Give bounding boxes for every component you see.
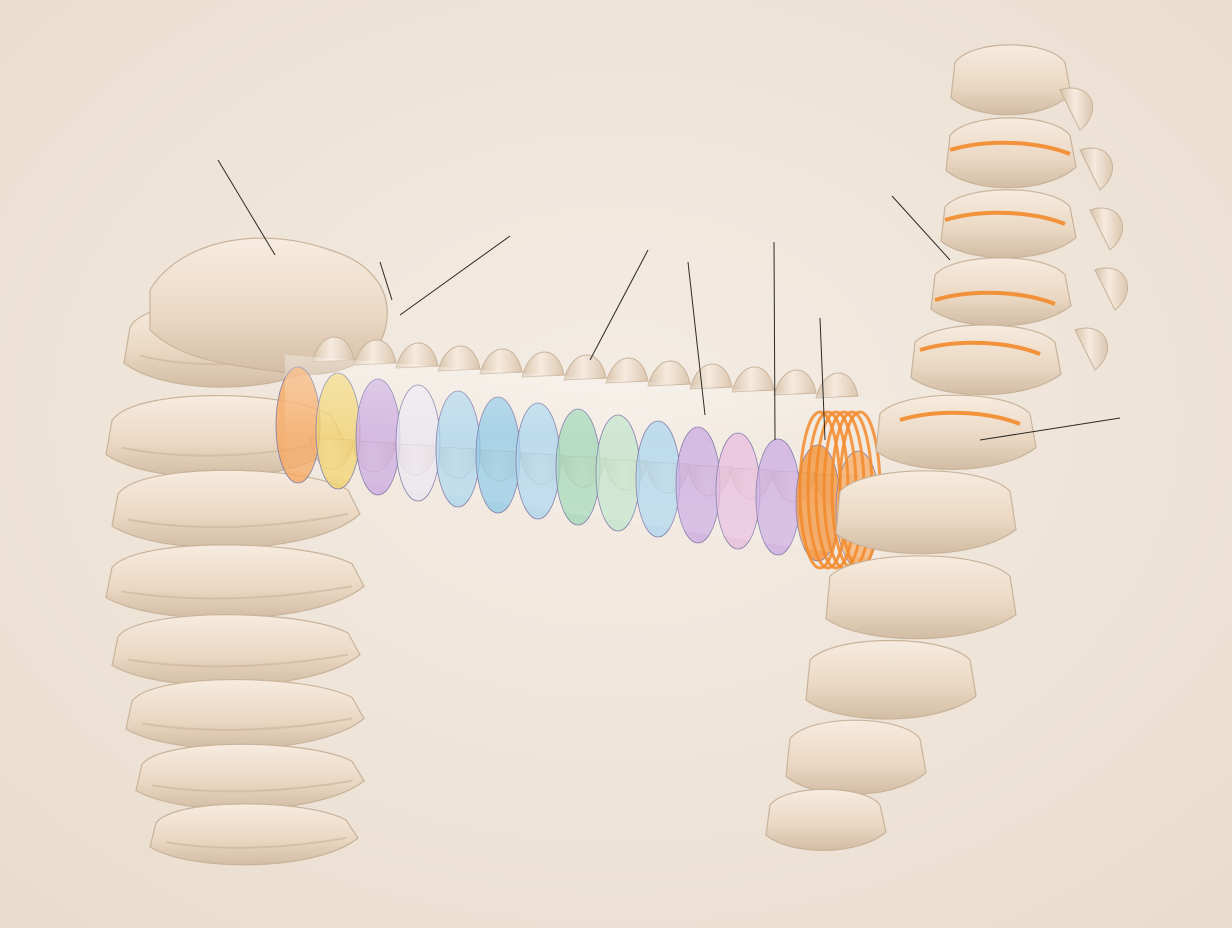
- transverse-process: [1074, 327, 1108, 371]
- transverse-process: [1094, 267, 1128, 311]
- leader-line: [589, 249, 649, 361]
- spinous-process-top: [731, 366, 775, 393]
- left-vertebra: [135, 743, 365, 810]
- right-disc-highlight: [919, 340, 1041, 356]
- leader-line: [687, 261, 706, 416]
- right-vertebral-column: [765, 44, 1128, 851]
- right-vertebra: [765, 788, 887, 851]
- left-vertebra: [111, 469, 361, 549]
- tube-sheen: [285, 355, 880, 560]
- spinous-process-top: [437, 345, 481, 372]
- left-vertebral-column: [105, 237, 388, 866]
- right-vertebra: [950, 44, 1072, 116]
- left-vertebra-groove: [141, 717, 353, 731]
- right-vertebra: [835, 470, 1017, 555]
- spinous-process-top: [647, 360, 691, 387]
- left-vertebra: [125, 678, 365, 750]
- transverse-process: [1059, 87, 1093, 131]
- right-disc-highlight: [899, 410, 1021, 426]
- leader-line: [891, 195, 951, 261]
- left-vertebra-groove: [127, 513, 349, 529]
- spinous-process-top: [311, 336, 355, 363]
- left-vertebra: [105, 544, 365, 620]
- leader-line: [379, 261, 393, 301]
- spinous-process-top: [479, 348, 523, 375]
- transverse-process: [1079, 147, 1113, 191]
- spinous-process-top: [815, 372, 859, 399]
- left-vertebra-groove: [165, 837, 347, 849]
- spinous-process-top: [353, 339, 397, 366]
- spinous-process-top: [563, 354, 607, 381]
- left-vertebra: [149, 803, 359, 866]
- right-disc-highlight: [949, 140, 1071, 156]
- transverse-process: [1089, 207, 1123, 251]
- leader-lines: [217, 159, 1121, 441]
- right-disc-highlight: [934, 290, 1056, 306]
- spinous-process-top: [521, 351, 565, 378]
- right-vertebra: [910, 324, 1062, 396]
- right-vertebra: [940, 189, 1077, 259]
- leader-line: [399, 235, 511, 316]
- leader-line: [217, 159, 276, 256]
- spinous-process-top: [605, 357, 649, 384]
- left-vertebra-groove: [121, 585, 353, 600]
- spinous-process-top: [773, 369, 817, 396]
- right-disc-highlight: [944, 210, 1066, 226]
- left-vertebra: [111, 614, 361, 687]
- leader-line: [819, 317, 826, 441]
- colored-disc-tube: [275, 355, 882, 570]
- right-vertebra: [785, 719, 927, 795]
- right-vertebra: [945, 117, 1077, 189]
- right-vertebra: [875, 394, 1037, 470]
- left-vertebra-groove: [127, 653, 349, 668]
- left-vertebra-groove: [151, 779, 353, 793]
- right-vertebra: [825, 555, 1017, 640]
- right-vertebra: [805, 639, 977, 720]
- leader-line: [773, 241, 776, 441]
- leader-line: [979, 417, 1121, 441]
- spinous-process-top: [395, 342, 439, 369]
